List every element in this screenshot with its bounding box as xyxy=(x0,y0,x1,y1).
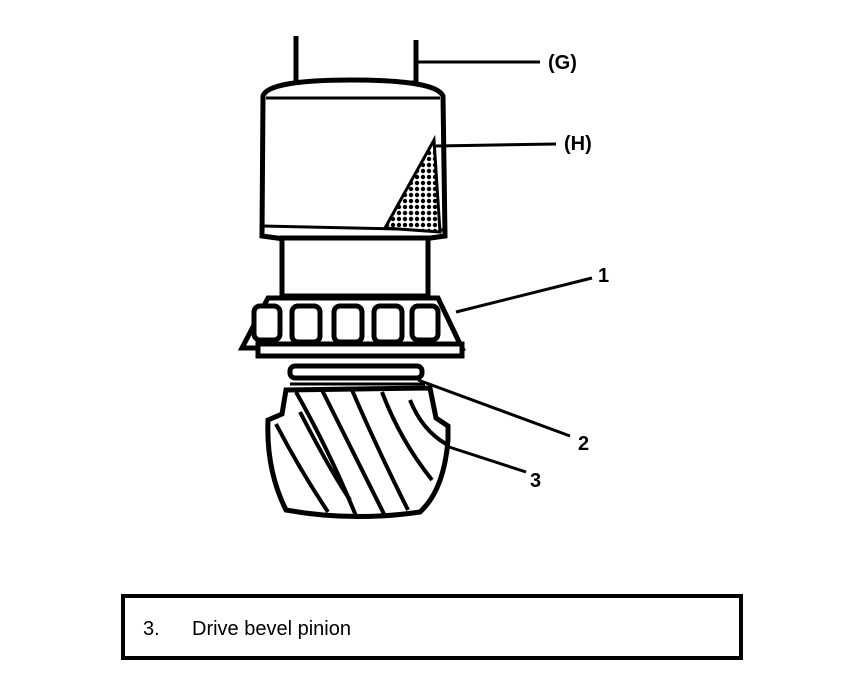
pinion-shim xyxy=(287,363,425,386)
callout-2: 2 xyxy=(578,433,589,455)
leader-1 xyxy=(455,276,593,314)
leader-2 xyxy=(417,378,571,438)
callout-g: (G) xyxy=(548,52,577,74)
knurled-area xyxy=(382,134,442,234)
leader-lines xyxy=(417,60,593,474)
legend-number: 3. xyxy=(143,618,160,640)
callout-h: (H) xyxy=(564,133,592,155)
tool-shaft xyxy=(293,36,419,84)
callout-3: 3 xyxy=(530,470,541,492)
legend-text: Drive bevel pinion xyxy=(192,618,351,640)
legend-box: 3. Drive bevel pinion xyxy=(121,594,743,660)
callout-1: 1 xyxy=(598,265,609,287)
gear-teeth xyxy=(274,389,448,517)
leader-h xyxy=(435,142,557,148)
drive-bevel-pinion-diagram: (G) (H) 1 2 3 xyxy=(237,36,609,520)
taper-roller-bearing xyxy=(237,295,466,359)
leader-3 xyxy=(445,444,527,474)
tool-collar xyxy=(279,235,431,299)
